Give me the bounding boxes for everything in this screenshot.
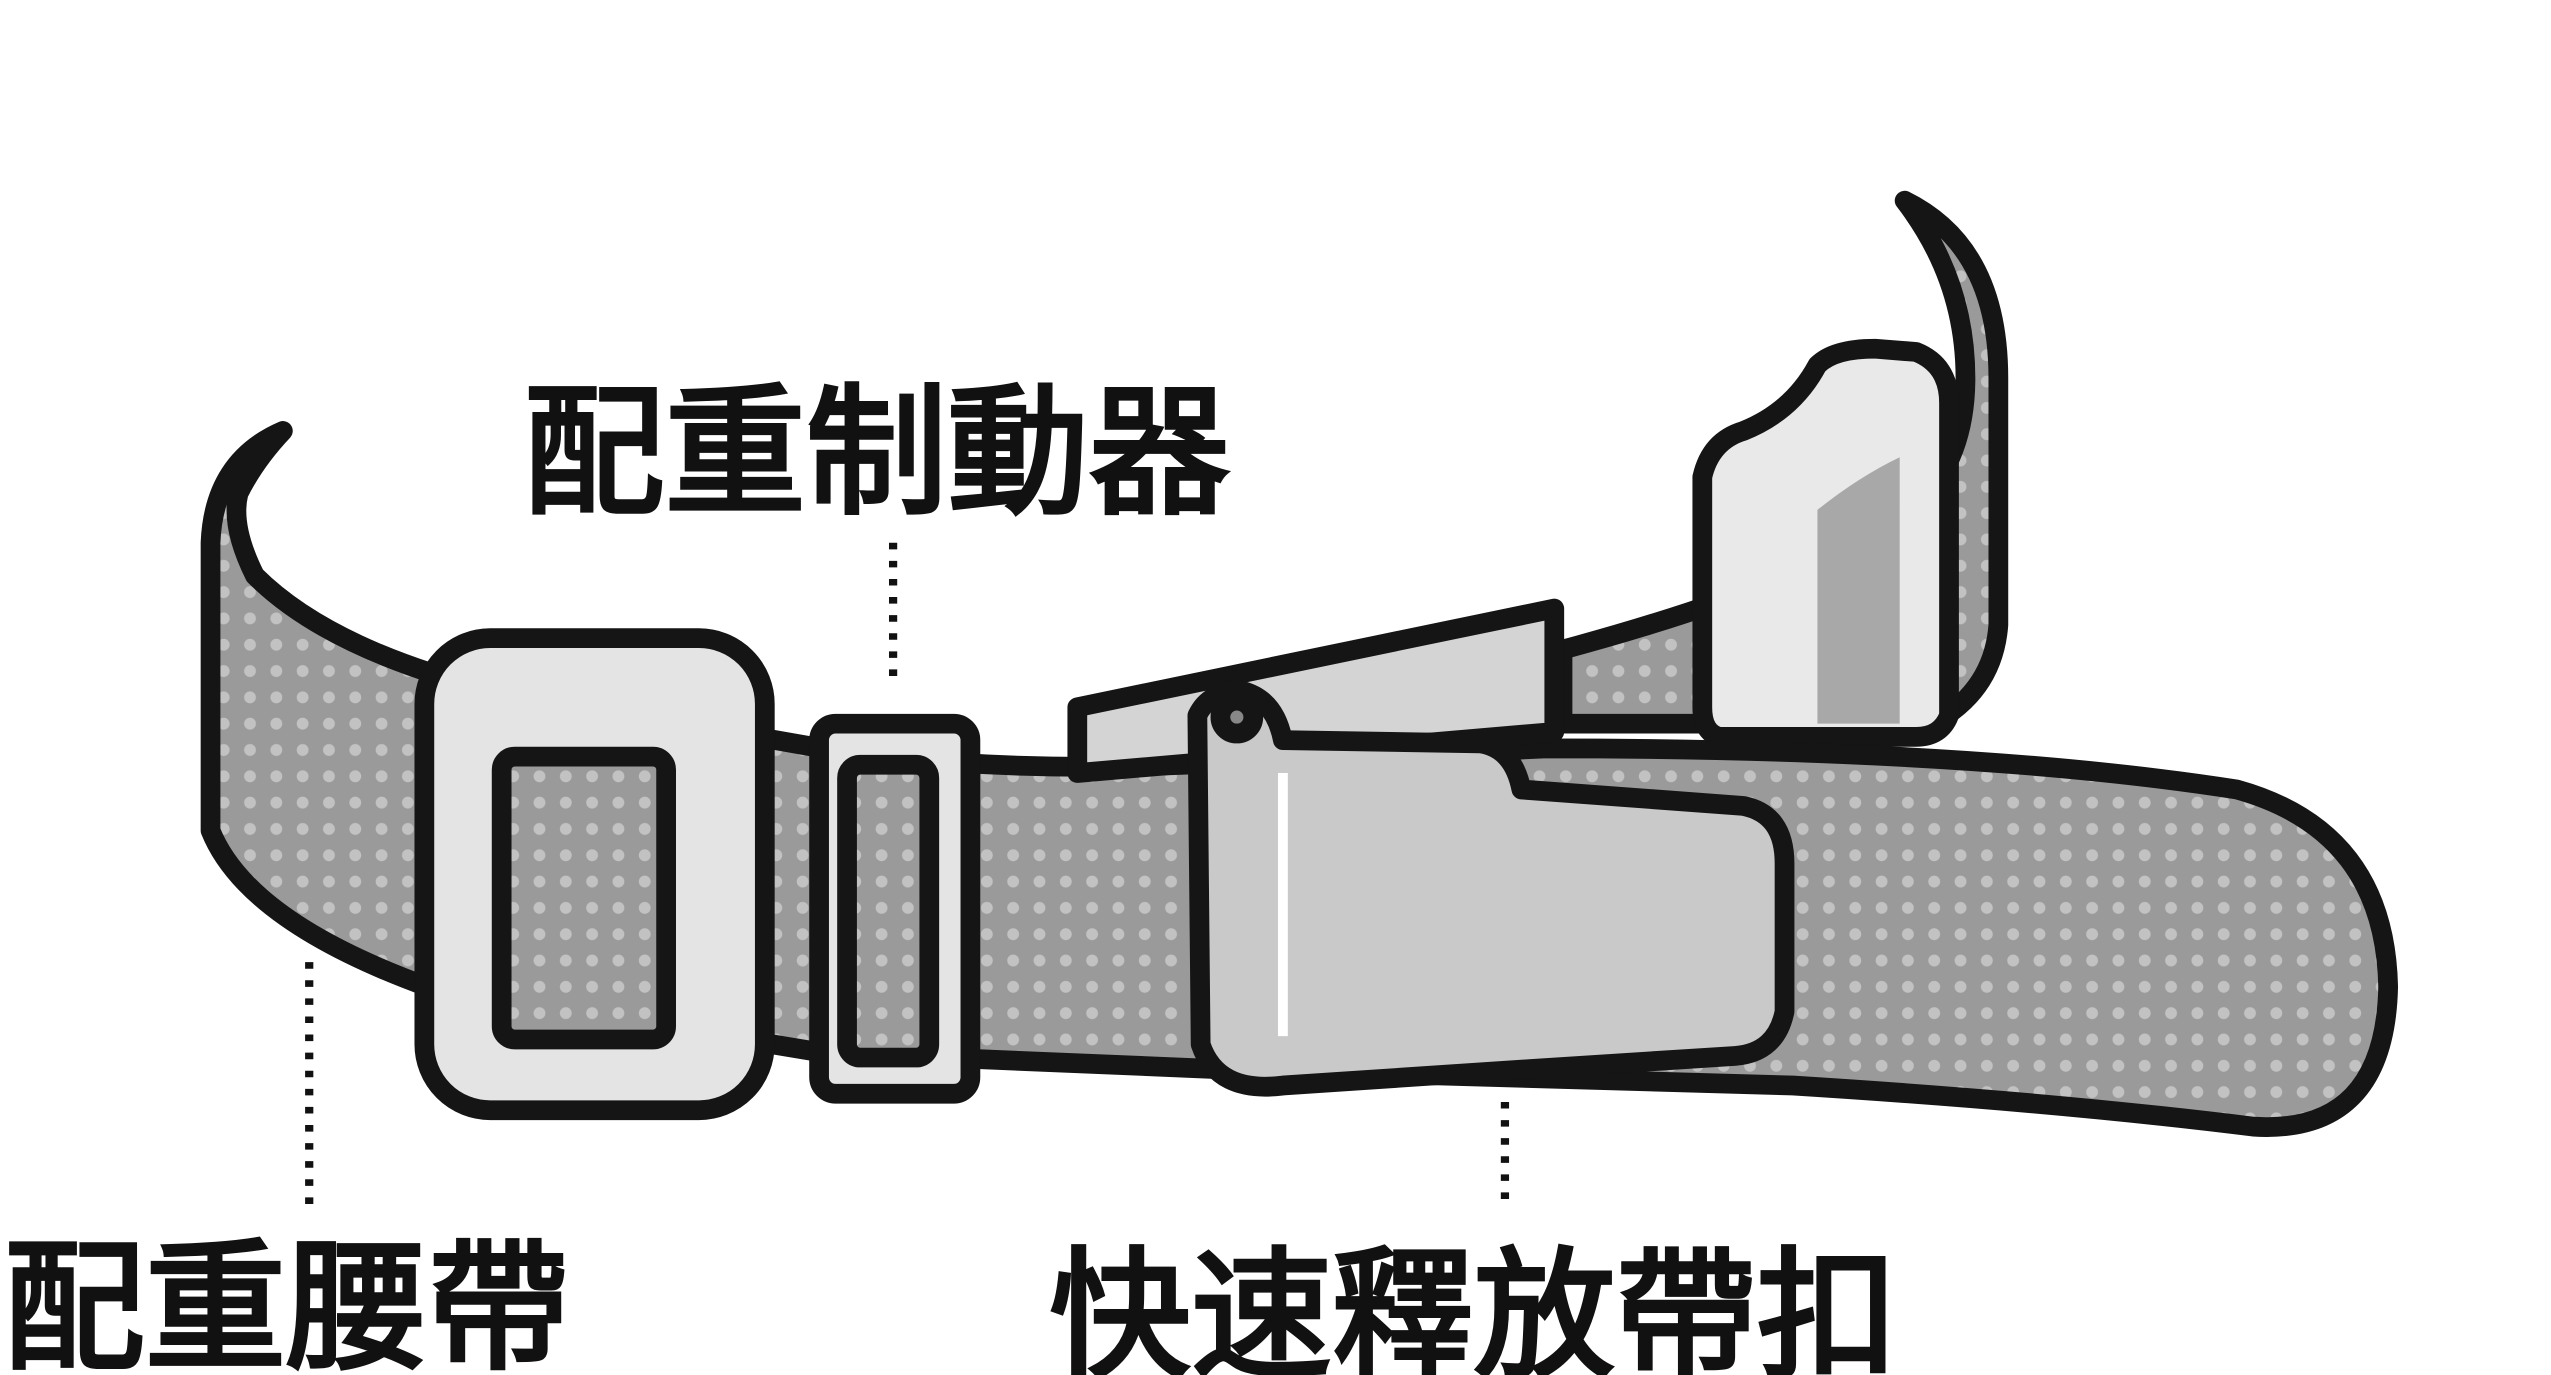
- lever-pivot: [1210, 690, 1264, 744]
- quick-release-buckle: [1187, 680, 1795, 1097]
- label-quick-release-buckle: 快速釋放帶扣: [1049, 1235, 1898, 1375]
- plate-shadow: [1817, 457, 1900, 724]
- keeper-slot: [837, 754, 940, 1068]
- label-weight-keeper: 配重制動器: [523, 372, 1232, 536]
- buckle-window: [491, 746, 676, 1050]
- label-weight-belt: 配重腰帶: [3, 1227, 569, 1375]
